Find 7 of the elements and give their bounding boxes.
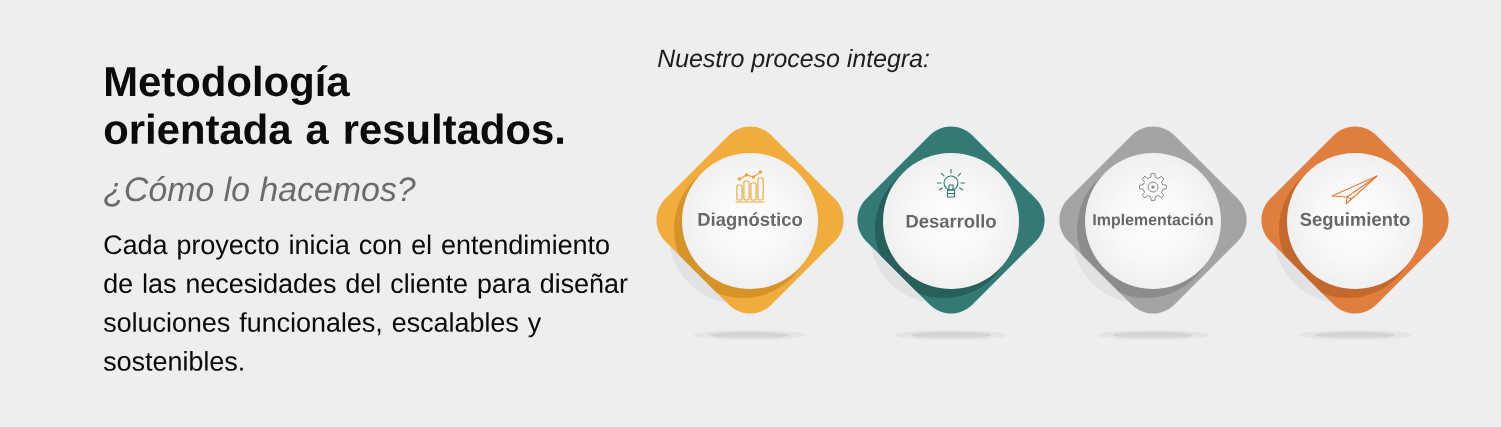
diamond-badge: Desarrollo	[857, 126, 1045, 314]
diamond-badge: Seguimiento	[1261, 126, 1449, 314]
lead-in-text: Nuestro proceso integra:	[658, 48, 929, 73]
paragraph: Cada proyecto inicia con el entendimiento de las necesidades del cliente para diseñar soluciones funcionales, escalables y sostenibles.	[103, 234, 628, 371]
subheading: ¿Cómo lo hacemos?	[104, 176, 416, 207]
diamond-badge: Implementación	[1059, 126, 1247, 314]
heading: Metodología orientada a resultados.	[104, 65, 564, 145]
